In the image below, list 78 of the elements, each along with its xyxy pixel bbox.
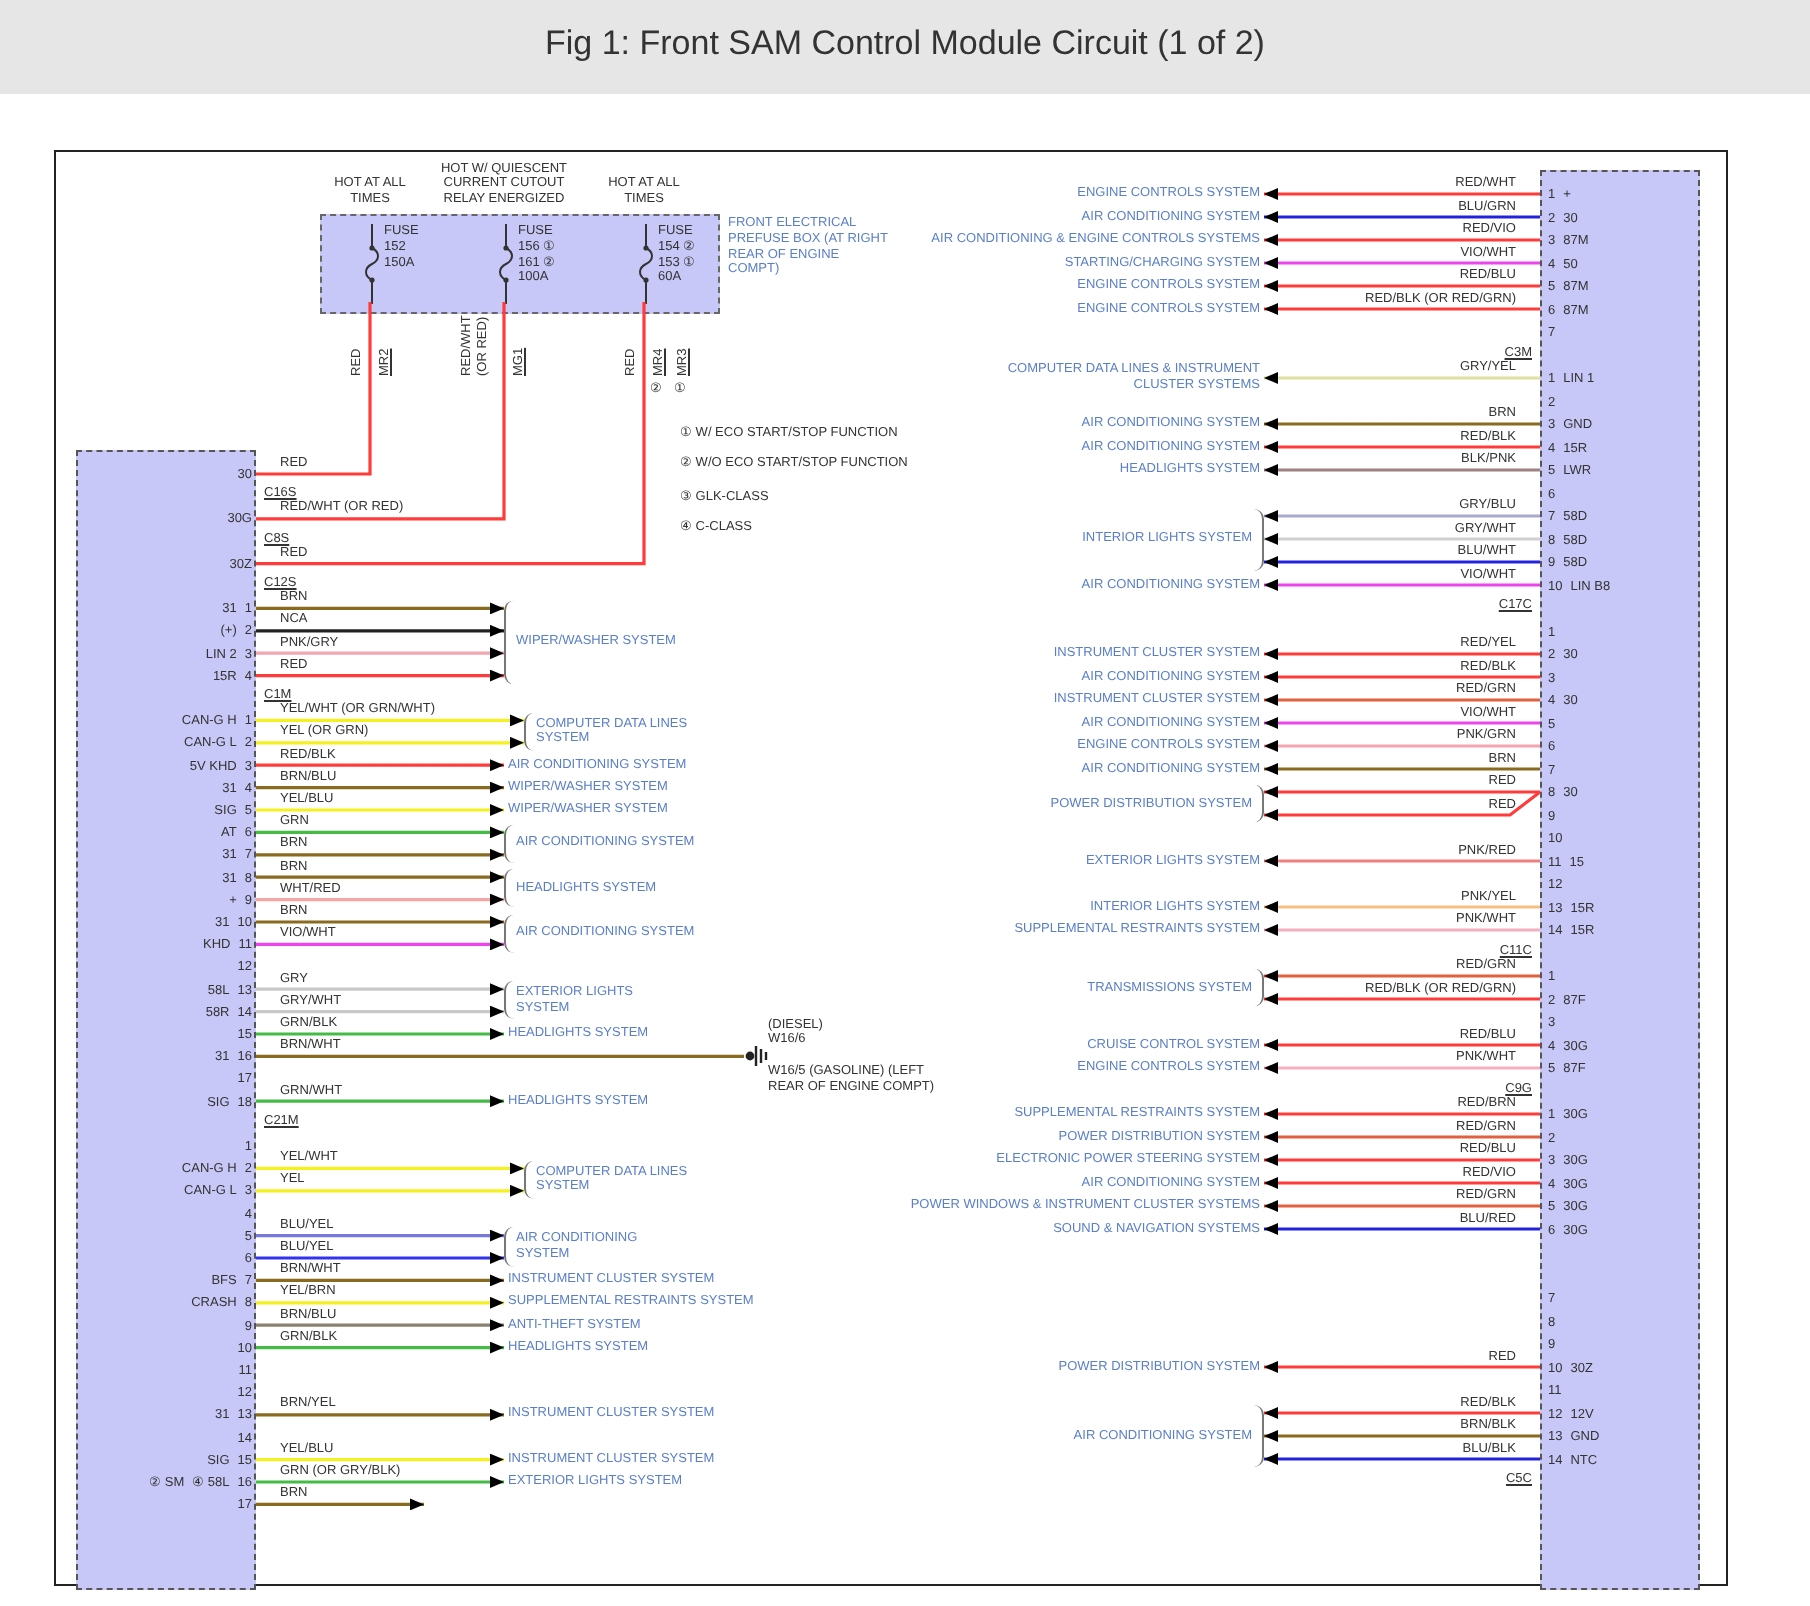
wire bbox=[256, 736, 524, 749]
wire bbox=[1264, 1154, 1540, 1166]
ground-symbol bbox=[744, 1044, 768, 1069]
wire bbox=[1264, 1361, 1540, 1373]
wire bbox=[1264, 671, 1540, 683]
wire bbox=[1264, 1108, 1540, 1120]
wire bbox=[1264, 1223, 1540, 1235]
wire bbox=[256, 848, 504, 861]
wire bbox=[256, 893, 504, 906]
wire bbox=[256, 1498, 424, 1511]
wire bbox=[1264, 372, 1540, 384]
wire bbox=[1264, 740, 1540, 752]
wire bbox=[256, 647, 504, 660]
wire bbox=[256, 669, 504, 682]
wire bbox=[1264, 418, 1540, 430]
wire bbox=[1264, 1200, 1540, 1212]
wire bbox=[1264, 993, 1540, 1005]
wire bbox=[256, 302, 372, 476]
wire bbox=[256, 714, 524, 727]
wire bbox=[256, 983, 504, 996]
wire bbox=[1264, 1177, 1540, 1189]
wire bbox=[256, 1095, 504, 1108]
wire bbox=[256, 1274, 504, 1287]
wire bbox=[1264, 1430, 1540, 1442]
wire bbox=[1264, 763, 1540, 775]
wire bbox=[256, 1341, 504, 1354]
wire bbox=[256, 1054, 744, 1058]
figure-title: Fig 1: Front SAM Control Module Circuit (1 of 2) bbox=[545, 24, 1265, 64]
wire bbox=[1264, 855, 1540, 867]
wire bbox=[1264, 556, 1540, 568]
wire bbox=[1264, 188, 1540, 200]
wire bbox=[256, 624, 504, 637]
wire bbox=[1264, 694, 1540, 706]
wire bbox=[1264, 786, 1540, 798]
wire bbox=[1264, 441, 1540, 453]
wire bbox=[1264, 1453, 1540, 1465]
wire bbox=[1264, 280, 1540, 292]
wire bbox=[256, 1028, 504, 1040]
wire bbox=[256, 871, 504, 884]
wire bbox=[1264, 790, 1541, 821]
wire bbox=[256, 1005, 504, 1018]
wire bbox=[256, 1252, 504, 1264]
wire bbox=[256, 826, 504, 839]
control-module-box bbox=[1540, 170, 1700, 1590]
wire bbox=[1264, 1039, 1540, 1051]
wire bbox=[1264, 533, 1540, 545]
wire bbox=[1264, 510, 1540, 522]
wire bbox=[1264, 648, 1540, 660]
wire bbox=[256, 759, 504, 772]
wire bbox=[1264, 579, 1540, 591]
wire bbox=[256, 1319, 504, 1332]
control-module-box bbox=[76, 450, 256, 1590]
wire bbox=[1264, 717, 1540, 729]
wire bbox=[256, 938, 504, 951]
wire bbox=[256, 302, 506, 521]
wire bbox=[256, 1296, 504, 1309]
wire bbox=[256, 1184, 524, 1197]
wire bbox=[256, 302, 646, 566]
wire bbox=[1264, 1131, 1540, 1143]
wire bbox=[1264, 1062, 1540, 1074]
wire bbox=[256, 1408, 504, 1421]
wire bbox=[1264, 303, 1540, 315]
wire bbox=[1264, 970, 1540, 982]
wire bbox=[1264, 1407, 1540, 1419]
wire bbox=[1264, 234, 1540, 246]
wire bbox=[256, 1162, 524, 1175]
wire bbox=[1264, 924, 1540, 936]
wire bbox=[256, 781, 504, 794]
wire bbox=[256, 916, 504, 928]
wire bbox=[256, 1476, 504, 1488]
wire bbox=[1264, 901, 1540, 913]
wire bbox=[1264, 211, 1540, 223]
wire bbox=[256, 1453, 504, 1466]
wire bbox=[1264, 257, 1540, 269]
wire bbox=[256, 804, 504, 816]
wire bbox=[256, 602, 504, 615]
wire bbox=[1264, 464, 1540, 476]
wire bbox=[256, 1229, 504, 1242]
